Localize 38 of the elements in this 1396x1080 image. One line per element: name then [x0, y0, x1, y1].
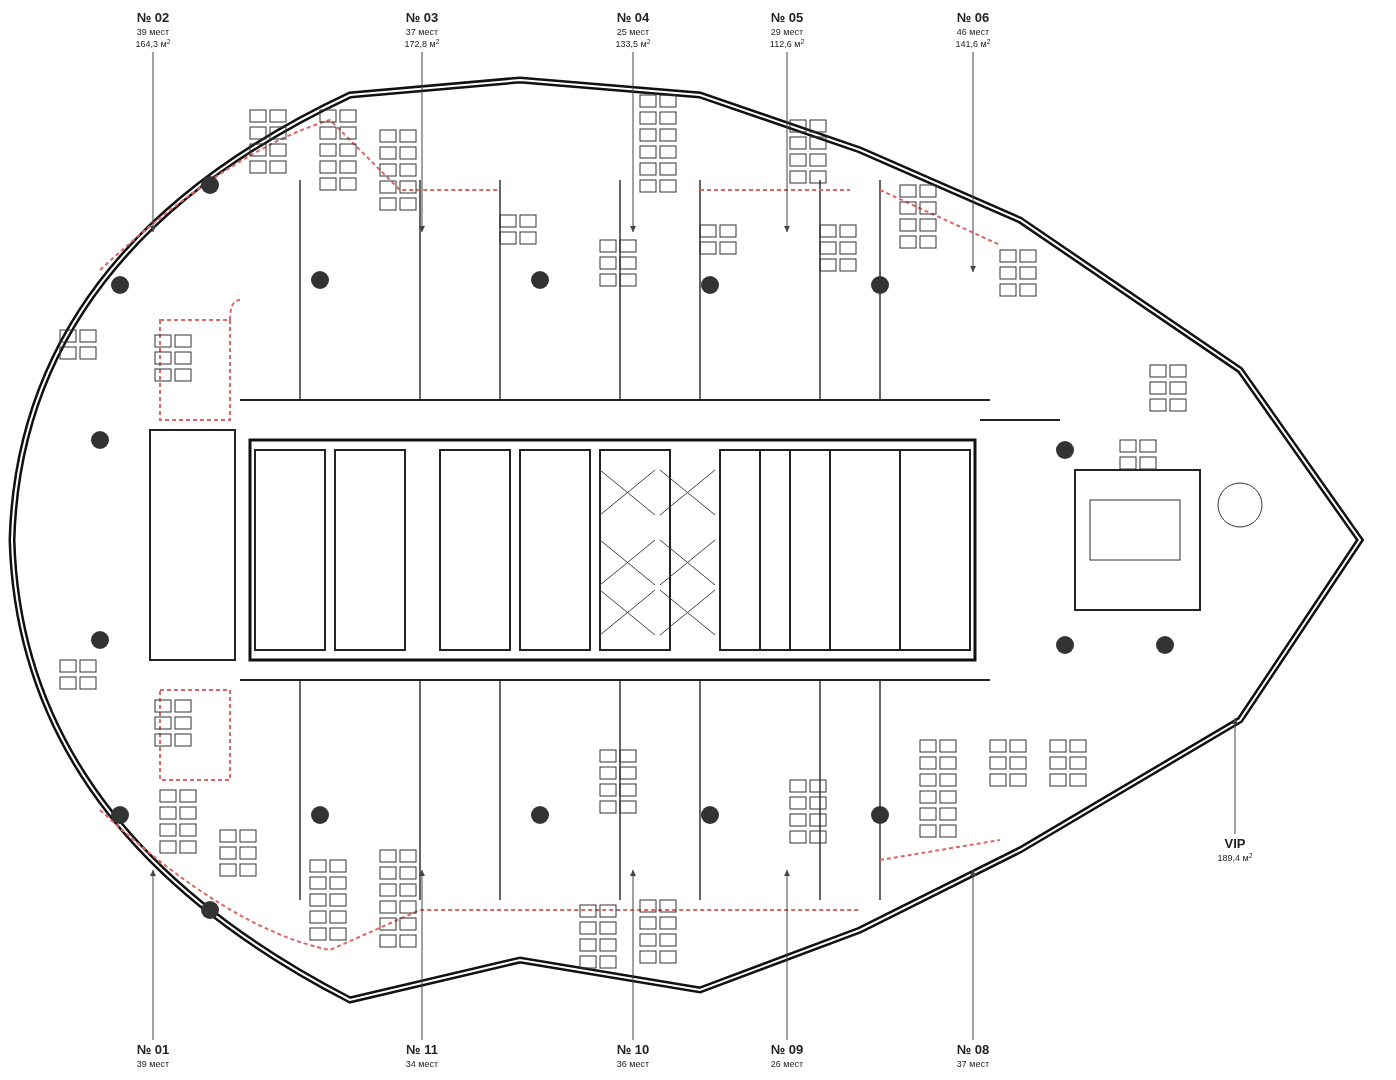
zone-info: 26 мест: [770, 1058, 804, 1070]
zone-info: 112,6 м$^{2}$: [769, 38, 805, 50]
zone-number: № 03: [405, 10, 439, 26]
leader-line: [630, 51, 636, 233]
zone-number: № 01: [136, 1042, 170, 1058]
leader-line: [630, 869, 636, 1041]
zone-info: 133,5 м$^{2}$: [615, 38, 651, 50]
zone-info: 34 мест: [405, 1058, 439, 1070]
zone-number: № 09: [770, 1042, 804, 1058]
leader-line: [419, 51, 425, 233]
zone-info: 37 мест: [956, 1058, 990, 1070]
zone-number: № 06: [956, 10, 990, 26]
zone-number: № 10: [616, 1042, 650, 1058]
zone-info: 39 мест: [136, 26, 170, 38]
zone-info: 164,3 м$^{2}$: [135, 38, 171, 50]
zone-info: 25 мест: [616, 26, 650, 38]
zone-info: 189,4 м$^{2}$: [1217, 852, 1253, 864]
zone-number: № 05: [770, 10, 804, 26]
leader-line: [150, 51, 156, 233]
leader-line: [970, 51, 976, 273]
zone-info: 29 мест: [770, 26, 804, 38]
zone-number: VIP: [1224, 836, 1246, 852]
zone-info: 172,8 м$^{2}$: [404, 38, 440, 50]
leader-line: [970, 869, 976, 1041]
leader-line: [784, 51, 790, 233]
zone-info: 37 мест: [405, 26, 439, 38]
zone-number: № 04: [616, 10, 650, 26]
zone-info: 141,6 м$^{2}$: [955, 38, 991, 50]
zone-number: № 02: [136, 10, 170, 26]
zone-info: 36 мест: [616, 1058, 650, 1070]
leader-line: [784, 869, 790, 1041]
leader-line: [1232, 717, 1238, 835]
zone-info: 46 мест: [956, 26, 990, 38]
zone-number: № 08: [956, 1042, 990, 1058]
zone-info: 39 мест: [136, 1058, 170, 1070]
leader-line: [419, 869, 425, 1041]
leader-line: [150, 869, 156, 1041]
zone-number: № 11: [406, 1042, 438, 1058]
